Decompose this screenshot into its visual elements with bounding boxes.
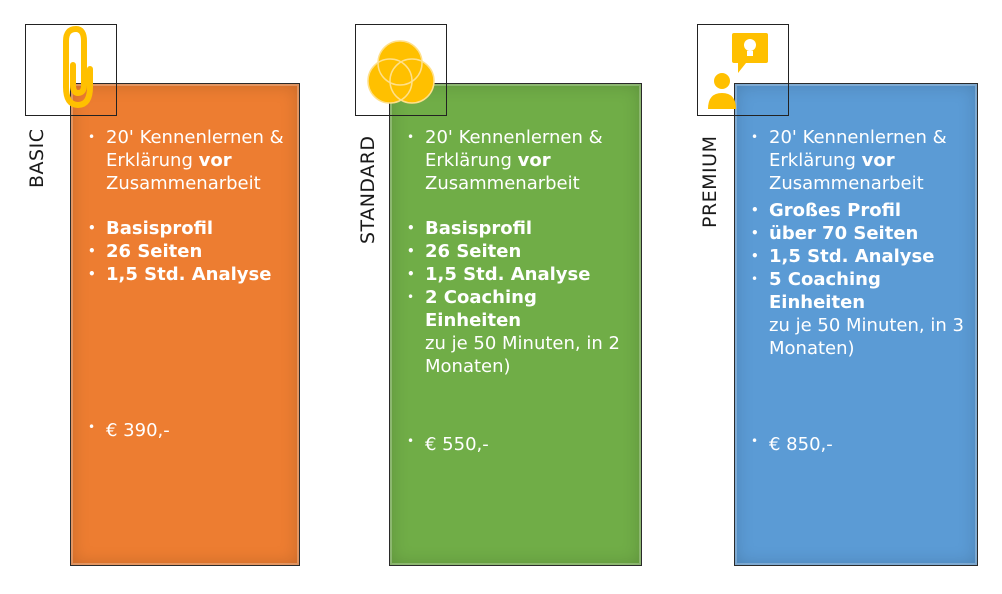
list-item: Basisprofil — [405, 217, 637, 240]
paperclip-icon — [63, 25, 93, 109]
list-item: 1,5 Std. Analyse — [86, 263, 296, 286]
standard-icon-box — [355, 24, 447, 116]
list-item: 26 Seiten — [86, 240, 296, 263]
person-idea-icon — [708, 33, 768, 109]
premium-label: PREMIUM — [699, 135, 721, 228]
list-item: 26 Seiten — [405, 240, 637, 263]
list-item: 20' Kennenlernen & Erklärung vor Zusamme… — [405, 126, 637, 195]
standard-price: € 550,- — [405, 434, 489, 455]
list-item: Basisprofil — [86, 217, 296, 240]
basic-feature-list: 20' Kennenlernen & Erklärung vor Zusamme… — [86, 126, 296, 286]
list-item: 1,5 Std. Analyse — [749, 245, 974, 268]
list-item: Großes Profil — [749, 199, 974, 222]
basic-price: € 390,- — [86, 420, 170, 441]
premium-icon-box — [697, 24, 789, 116]
premium-feature-list: 20' Kennenlernen & Erklärung vor Zusamme… — [749, 126, 974, 360]
list-item: 20' Kennenlernen & Erklärung vor Zusamme… — [749, 126, 974, 195]
standard-label: STANDARD — [357, 135, 379, 244]
standard-feature-list: 20' Kennenlernen & Erklärung vor Zusamme… — [405, 126, 637, 378]
list-item: 1,5 Std. Analyse — [405, 263, 637, 286]
basic-icon-box — [25, 24, 117, 116]
premium-price: € 850,- — [749, 434, 833, 455]
basic-label: BASIC — [26, 128, 48, 188]
venn-circles-icon — [367, 40, 435, 104]
list-item: über 70 Seiten — [749, 222, 974, 245]
list-item: 20' Kennenlernen & Erklärung vor Zusamme… — [86, 126, 296, 195]
